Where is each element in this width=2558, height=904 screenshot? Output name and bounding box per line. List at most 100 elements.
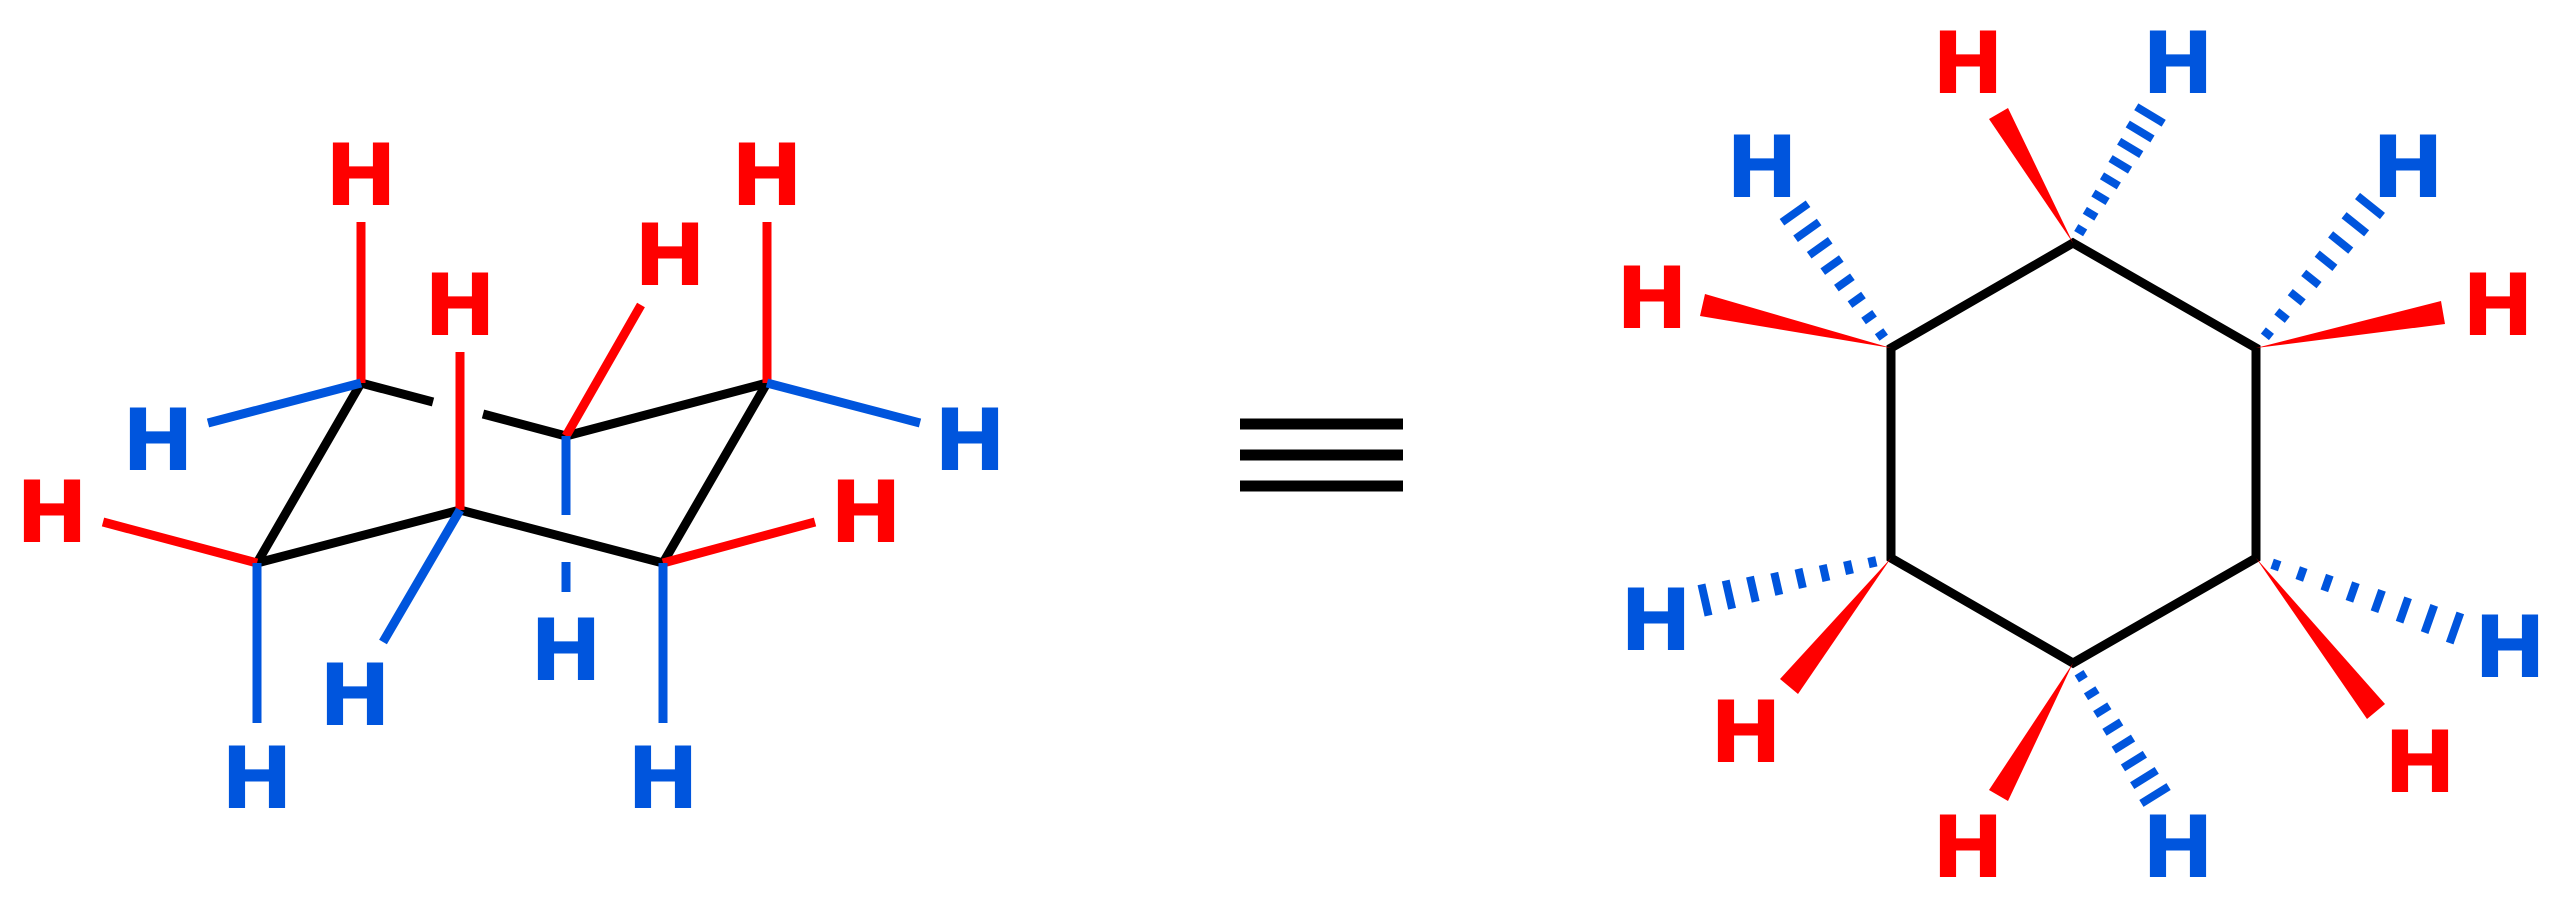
hash-stripe bbox=[1746, 575, 1760, 603]
chair-h-label: H bbox=[627, 729, 699, 829]
hexagon-h-label: H bbox=[2142, 14, 2214, 114]
wedge-bond-bottom bbox=[1989, 663, 2073, 801]
chair-h-label: H bbox=[122, 391, 194, 491]
hash-stripe bbox=[1806, 236, 1833, 259]
hexagon-h-label: H bbox=[2384, 713, 2456, 813]
chair-h-label: H bbox=[325, 126, 397, 226]
hash-stripe bbox=[1721, 579, 1737, 610]
wedge-bond-upper-left bbox=[1700, 294, 1891, 348]
hash-stripe bbox=[1820, 255, 1844, 275]
hash-stripe bbox=[1697, 583, 1713, 617]
chair-h-label: H bbox=[530, 601, 602, 701]
hexagon-projection: H H H H H H H H H H H H bbox=[1616, 14, 2546, 898]
wedge-bond-top bbox=[1989, 108, 2073, 243]
hash-stripe bbox=[2093, 702, 2112, 718]
hash-stripe bbox=[2102, 718, 2124, 736]
hash-stripe bbox=[2134, 103, 2166, 127]
hash-stripe bbox=[1793, 218, 1822, 242]
hexagon-wedges bbox=[1700, 108, 2445, 801]
hexagon-h-label: H bbox=[1932, 14, 2004, 114]
hash-stripe bbox=[1847, 291, 1866, 308]
hash-stripe bbox=[2328, 231, 2354, 254]
hash-stripe bbox=[2341, 212, 2370, 237]
hash-stripe bbox=[1867, 556, 1878, 569]
hash-stripe bbox=[2074, 670, 2088, 683]
chair-h-label: H bbox=[634, 206, 706, 306]
hash-stripe bbox=[2091, 189, 2110, 205]
hash-stripe bbox=[2301, 269, 2322, 289]
hash-stripe bbox=[2083, 686, 2100, 701]
hash-stripe bbox=[2295, 566, 2308, 582]
hash-stripe bbox=[1834, 273, 1855, 292]
hash-stripe bbox=[2355, 192, 2385, 220]
chair-ch-bonds bbox=[101, 222, 922, 723]
hash-stripe bbox=[2270, 558, 2282, 572]
wedge-bond-lower-right bbox=[2256, 558, 2385, 719]
chair-bond-h8 bbox=[765, 378, 922, 428]
chair-hydrogen-labels: H H H H H H H H H H H H bbox=[16, 126, 1006, 829]
chair-h-label: H bbox=[424, 256, 496, 356]
chair-h-label: H bbox=[731, 126, 803, 226]
chair-bond-h6 bbox=[661, 517, 817, 568]
hash-stripe bbox=[2274, 308, 2290, 323]
hash-stripe bbox=[1843, 560, 1854, 576]
hash-stripe bbox=[2125, 120, 2155, 143]
chair-bond-h7 bbox=[206, 378, 363, 428]
hash-stripe bbox=[2108, 155, 2133, 174]
chair-bond-h5 bbox=[101, 517, 259, 568]
chair-ring-bonds bbox=[253, 378, 771, 568]
chair-bond-back-right bbox=[564, 378, 769, 441]
chair-h-label: H bbox=[16, 463, 88, 563]
hexagon-h-label: H bbox=[1710, 683, 1782, 783]
hexagon-h-label: H bbox=[2142, 798, 2214, 898]
hash-stripe bbox=[1874, 328, 1888, 341]
hash-stripe bbox=[2420, 604, 2438, 634]
hash-stripe bbox=[1770, 571, 1784, 596]
hash-stripe bbox=[2117, 137, 2144, 158]
chair-bond-h3 bbox=[562, 302, 645, 439]
hash-stripe bbox=[2120, 750, 2147, 772]
hash-stripe bbox=[1794, 567, 1807, 589]
hash-stripe bbox=[2445, 611, 2465, 645]
hash-stripe bbox=[2130, 767, 2159, 790]
chair-bond-right-upper bbox=[659, 380, 771, 566]
hexagon-h-label: H bbox=[1616, 249, 1688, 349]
hash-stripe bbox=[2314, 250, 2338, 272]
hash-stripe bbox=[2395, 596, 2412, 624]
chair-conformation: H H H H H H H H H H H H bbox=[16, 126, 1006, 829]
hexagon-ring bbox=[1886, 237, 2261, 669]
chair-h-label: H bbox=[934, 391, 1006, 491]
hexagon-h-label: H bbox=[2462, 256, 2534, 356]
chair-bond-back-left bbox=[359, 378, 435, 407]
hash-stripe bbox=[2111, 734, 2136, 754]
wedge-bond-upper-right bbox=[2256, 301, 2445, 348]
chair-h-label: H bbox=[319, 646, 391, 746]
hash-stripe bbox=[2345, 581, 2360, 603]
hash-stripe bbox=[1861, 309, 1877, 325]
hexagon-h-label: H bbox=[2372, 118, 2444, 218]
hexagon-hydrogen-labels: H H H H H H H H H H H H bbox=[1616, 14, 2546, 898]
chair-bond-front-left bbox=[255, 505, 462, 568]
chair-bond-front-right bbox=[458, 505, 665, 568]
hexagon-h-label: H bbox=[1932, 798, 2004, 898]
hash-stripe bbox=[2320, 573, 2334, 593]
hash-stripe bbox=[2139, 783, 2171, 807]
hexagon-h-label: H bbox=[2474, 598, 2546, 698]
equivalence-sign bbox=[1240, 418, 1403, 492]
hash-stripe bbox=[1818, 564, 1831, 582]
hexagon-h-label: H bbox=[1620, 571, 1692, 671]
hash-stripe bbox=[2260, 327, 2274, 341]
wedge-bond-lower-left bbox=[1780, 558, 1891, 694]
chair-bond-left-upper bbox=[253, 380, 365, 566]
hash-stripe bbox=[2370, 588, 2386, 614]
hash-stripe bbox=[2099, 172, 2121, 190]
hash-stripe bbox=[2082, 206, 2099, 221]
hash-stripe bbox=[2287, 288, 2306, 306]
hash-stripe bbox=[1779, 200, 1811, 226]
hash-stripe bbox=[2074, 224, 2088, 237]
chair-bond-h9 bbox=[379, 507, 464, 645]
hexagon-h-label: H bbox=[1726, 118, 1798, 218]
chair-h-label: H bbox=[221, 729, 293, 829]
chair-bond-back-middle bbox=[481, 409, 568, 441]
